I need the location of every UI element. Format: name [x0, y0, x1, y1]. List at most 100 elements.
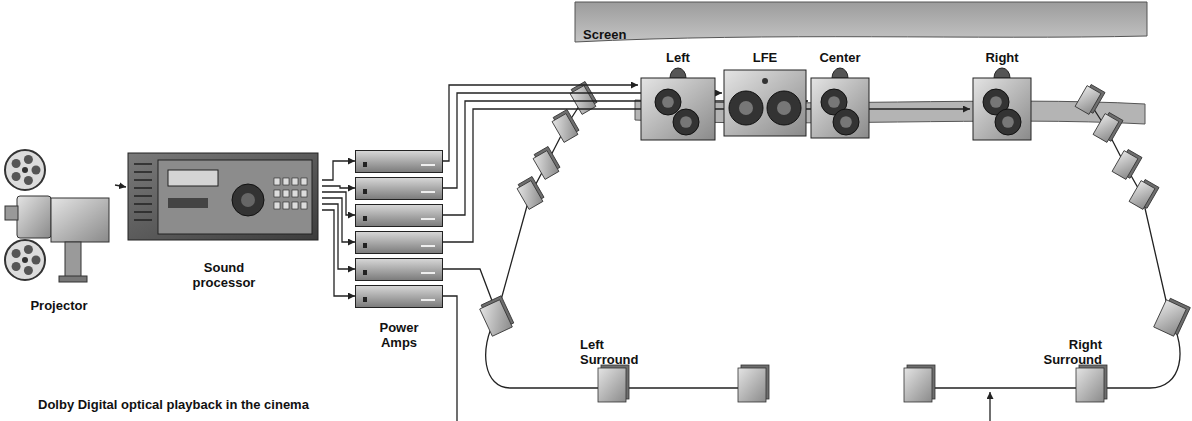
amps-node: Power Amps	[355, 150, 443, 350]
signal-connector	[443, 85, 638, 161]
display-window	[168, 170, 218, 186]
woofer	[833, 109, 859, 135]
amp-wire	[443, 296, 457, 421]
surround-speaker	[532, 147, 562, 180]
surround-speaker	[516, 177, 546, 210]
connector-path	[322, 210, 355, 296]
surround-speaker	[904, 365, 935, 402]
speaker-cabinet	[973, 78, 1031, 140]
tweeter-horn	[832, 68, 848, 78]
node-label: Center	[819, 50, 860, 65]
node-label: Screen	[583, 27, 626, 42]
woofer-cap	[662, 96, 674, 108]
surround-speaker	[551, 110, 581, 143]
surround-wire	[918, 318, 1180, 388]
button-grid	[274, 178, 307, 209]
surround-speaker	[478, 296, 515, 336]
power-amp-unit	[356, 259, 443, 281]
projector-stand	[65, 242, 81, 280]
screen-illustration	[575, 2, 1147, 44]
tweeter-horn	[670, 68, 686, 78]
projector-illustration	[3, 148, 115, 283]
node-label: Right	[985, 50, 1018, 65]
screen-node: Screen	[575, 2, 1147, 44]
feed-arrow	[989, 392, 990, 421]
projector-body	[17, 196, 51, 238]
woofer	[673, 109, 699, 135]
figure-caption: Dolby Digital optical playback in the ci…	[38, 397, 309, 412]
zone-label: Right Surround	[1030, 337, 1102, 367]
subwoofer-cabinet	[724, 70, 806, 136]
woofer-cap	[680, 116, 692, 128]
woofer-cap	[828, 96, 840, 108]
node-label: Projector	[4, 298, 114, 313]
woofer-cap	[777, 101, 791, 115]
woofer	[767, 91, 801, 125]
processor-case	[128, 153, 318, 240]
screen-band	[575, 2, 1147, 42]
volume-knob	[232, 184, 264, 216]
connector-path	[115, 185, 126, 187]
speaker-illustration	[970, 66, 1034, 142]
knob-cap	[241, 193, 255, 207]
surround-speaker	[1093, 111, 1123, 144]
port	[762, 78, 768, 84]
node-label: LFE	[753, 50, 778, 65]
front-panel	[158, 160, 312, 234]
speaker-cabinet	[811, 78, 869, 138]
tweeter-horn	[994, 68, 1010, 78]
speaker-illustration	[638, 66, 718, 142]
node-label: Left	[666, 50, 690, 65]
projector-base	[59, 276, 87, 282]
woofer-cap	[739, 101, 753, 115]
surround-speaker	[1076, 365, 1107, 402]
surround-speaker	[1129, 178, 1159, 211]
connector-path	[322, 204, 355, 269]
node-label: Sound processor	[176, 260, 272, 290]
surround-speaker	[1112, 148, 1142, 181]
connector-path	[322, 161, 355, 180]
woofer	[729, 91, 763, 125]
speaker-illustration	[808, 66, 872, 140]
connector-path	[322, 186, 355, 188]
projector-lamphouse	[51, 198, 109, 242]
woofer	[995, 109, 1021, 135]
processor-illustration	[126, 150, 322, 242]
signal-connector	[322, 161, 355, 296]
film-reel	[5, 240, 45, 280]
woofer-cap	[1002, 116, 1014, 128]
speaker-cabinet	[641, 78, 715, 140]
surround-speaker	[598, 365, 629, 402]
power-amp-unit	[356, 178, 443, 200]
projector-node: Projector	[3, 148, 115, 313]
processor-node: Sound processor	[126, 150, 322, 290]
power-amp-unit	[356, 286, 443, 308]
film-reel	[5, 150, 45, 190]
signal-connector	[115, 185, 126, 187]
zone-label: Left Surround	[580, 337, 650, 367]
vent-grill	[134, 164, 152, 220]
surround-wire	[1088, 100, 1170, 318]
power-amp-unit	[356, 151, 443, 173]
woofer-cap	[840, 116, 852, 128]
lfe-illustration	[722, 68, 808, 138]
projector-lens	[5, 206, 18, 220]
woofer-cap	[990, 96, 1002, 108]
surround-wire	[496, 100, 583, 318]
speaker-node: Right	[970, 50, 1034, 142]
surround-speaker	[1154, 297, 1191, 337]
node-label: Power Amps	[369, 320, 429, 350]
amp-wire	[443, 269, 494, 306]
surround-speaker	[738, 365, 769, 402]
speaker-node: Center	[808, 50, 872, 140]
speaker-node: Left	[638, 50, 718, 142]
connector-path	[443, 85, 638, 161]
woofer	[655, 89, 681, 115]
power-amp-unit	[356, 232, 443, 254]
card-slot	[168, 198, 208, 208]
power-amp-unit	[356, 205, 443, 227]
amps-illustration	[355, 150, 443, 310]
lfe-node: LFE	[722, 50, 808, 138]
surround-speaker	[1075, 83, 1105, 116]
